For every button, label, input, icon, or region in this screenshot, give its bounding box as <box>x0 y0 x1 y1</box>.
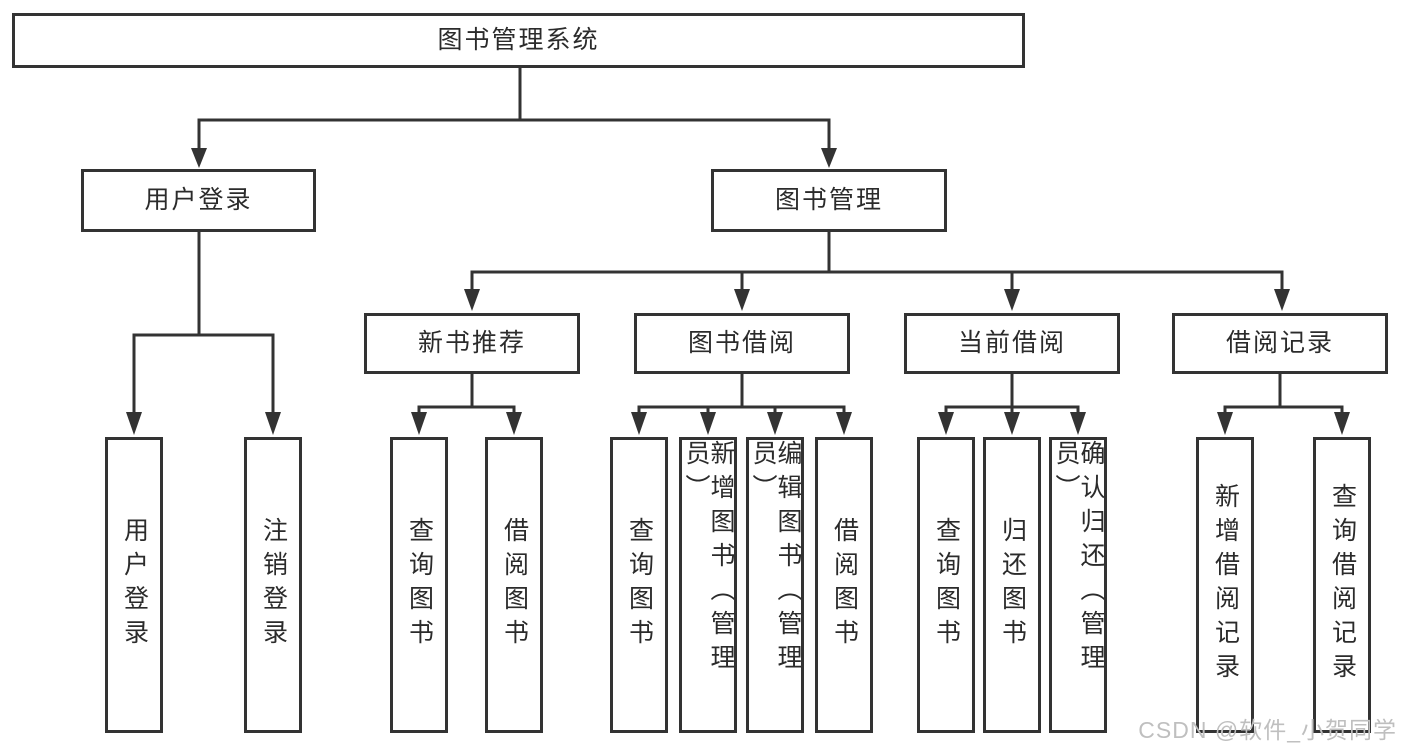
leaf-borrow-add-book-admin: 新增图书（管理员） <box>679 437 737 733</box>
leaf-borrow-borrow-book: 借阅图书 <box>815 437 873 733</box>
connector-current-borrow-split <box>938 374 1086 435</box>
leaf-recommend-query-book: 查询图书 <box>390 437 448 733</box>
connector-user-login-split <box>126 232 281 435</box>
leaf-user-login: 用户登录 <box>105 437 163 733</box>
csdn-watermark: CSDN @软件_小贺同学 <box>1138 717 1397 743</box>
leaf-borrow-query-book: 查询图书 <box>610 437 668 733</box>
connector-book-borrow-split <box>631 374 852 435</box>
leaf-current-confirm-return-admin: 确认归还（管理员） <box>1049 437 1107 733</box>
node-new-book-recommend: 新书推荐 <box>364 313 580 374</box>
leaf-logout: 注销登录 <box>244 437 302 733</box>
node-borrow-records: 借阅记录 <box>1172 313 1388 374</box>
node-root-library-management-system: 图书管理系统 <box>12 13 1025 68</box>
leaf-borrow-edit-book-admin: 编辑图书（管理员） <box>746 437 804 733</box>
leaf-records-query-borrow-record: 查询借阅记录 <box>1313 437 1371 733</box>
leaf-recommend-borrow-book: 借阅图书 <box>485 437 543 733</box>
connector-book-management-split <box>464 232 1290 311</box>
leaf-records-add-borrow-record: 新增借阅记录 <box>1196 437 1254 733</box>
connector-root-split <box>191 68 837 168</box>
node-current-borrow: 当前借阅 <box>904 313 1120 374</box>
leaf-current-return-book: 归还图书 <box>983 437 1041 733</box>
connector-borrow-records-split <box>1217 374 1350 435</box>
node-book-management-branch: 图书管理 <box>711 169 947 232</box>
leaf-current-query-book: 查询图书 <box>917 437 975 733</box>
connector-new-book-recommend-split <box>411 374 522 435</box>
node-book-borrow: 图书借阅 <box>634 313 850 374</box>
node-user-login-branch: 用户登录 <box>81 169 316 232</box>
